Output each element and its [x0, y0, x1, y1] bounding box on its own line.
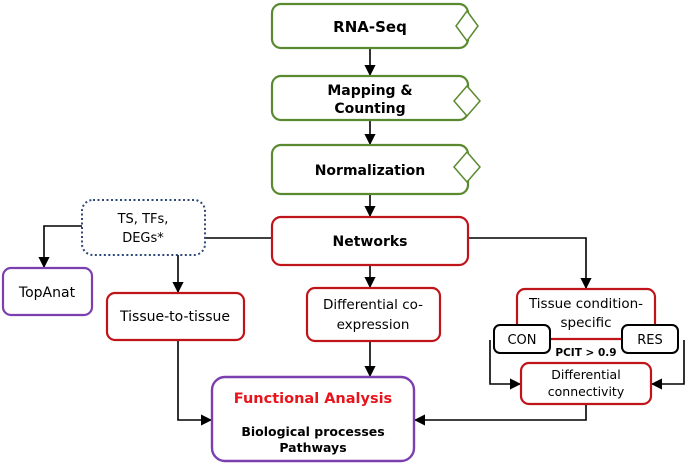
arrow-networks-to-tissue-condition [468, 237, 592, 290]
rna-seq-label: RNA-Seq [333, 18, 407, 36]
pcit-threshold-label: PCIT > 0.9 [555, 347, 616, 359]
con-label: CON [507, 333, 536, 348]
node-differential-connectivity: Differential connectivity [519, 361, 653, 406]
functional-analysis-line1: Biological processes [241, 424, 384, 439]
annotation-line2: DEGs* [122, 231, 164, 246]
node-res: RES [621, 324, 679, 354]
tissue-to-tissue-label: Tissue-to-tissue [119, 309, 230, 325]
node-con: CON [493, 324, 551, 354]
mapping-label-line2: Counting [334, 101, 405, 117]
tissue-condition-line2: specific [560, 315, 611, 331]
connectivity-line2: connectivity [548, 384, 625, 399]
decision-diamond-icon [453, 150, 481, 184]
normalization-label: Normalization [315, 163, 426, 179]
node-annotation: TS, TFs, DEGs* [81, 199, 206, 256]
node-normalization: Normalization [270, 143, 481, 196]
decision-diamond-icon [453, 84, 481, 118]
node-tissue-condition-specific: Tissue condition- specific [515, 287, 657, 341]
mapping-label-line1: Mapping & [327, 83, 412, 99]
node-mapping-counting: Mapping & Counting [270, 74, 481, 122]
node-rna-seq: RNA-Seq [270, 2, 479, 50]
coexpression-line2: expression [337, 317, 410, 333]
coexpression-line1: Differential co- [323, 297, 423, 313]
arrow-tissue-to-tissue-to-functional [177, 340, 213, 426]
tissue-condition-line1: Tissue condition- [528, 296, 643, 312]
node-networks: Networks [270, 215, 470, 267]
node-differential-coexpression: Differential co- expression [305, 286, 442, 343]
annotation-line1: TS, TFs, [117, 212, 169, 227]
connectors [38, 48, 685, 426]
node-functional-analysis: Functional Analysis Biological processes… [210, 375, 416, 463]
arrow-res-to-connectivity [650, 340, 685, 390]
functional-analysis-title: Functional Analysis [234, 391, 392, 407]
decision-diamond-icon [455, 9, 479, 43]
functional-analysis-line2: Pathways [279, 440, 346, 455]
node-topanat: TopAnat [1, 266, 94, 317]
networks-label: Networks [332, 234, 407, 250]
connectivity-line1: Differential [551, 367, 620, 382]
node-tissue-to-tissue: Tissue-to-tissue [105, 291, 246, 342]
topanat-label: TopAnat [18, 285, 76, 301]
arrow-annotation-to-topanat [38, 225, 82, 269]
arrow-connectivity-to-functional [413, 404, 587, 426]
arrow-con-to-connectivity [489, 340, 522, 390]
res-label: RES [637, 333, 663, 348]
